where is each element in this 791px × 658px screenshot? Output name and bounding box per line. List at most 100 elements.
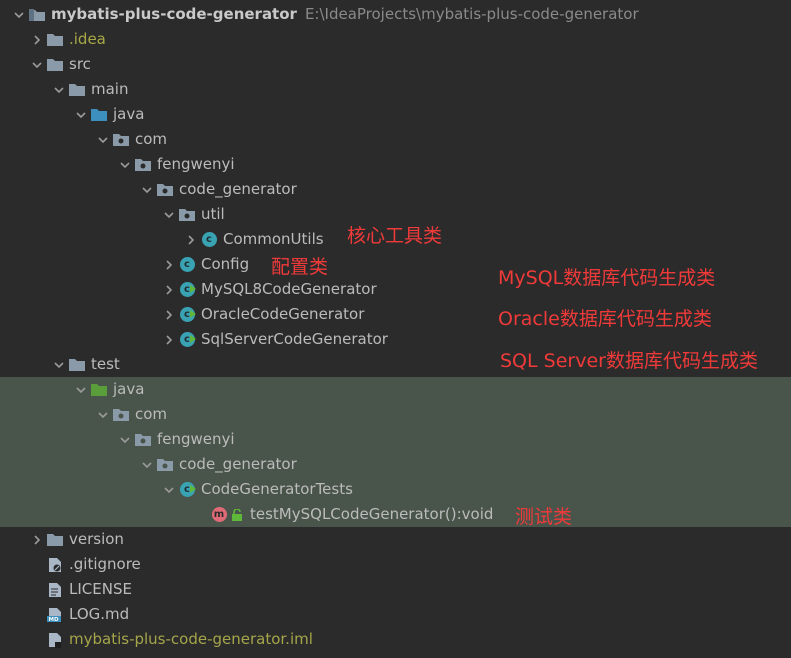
class-label: Config (201, 255, 250, 273)
chevron-down-icon[interactable] (28, 52, 46, 77)
folder-label: test (91, 355, 120, 373)
tree-row-license[interactable]: LICENSE (0, 577, 791, 602)
tree-row-config[interactable]: c Config (0, 252, 791, 277)
folder-icon (46, 527, 64, 552)
tree-row-test-method[interactable]: m testMySQLCodeGenerator():void (0, 502, 791, 527)
chevron-down-icon[interactable] (94, 127, 112, 152)
folder-label: version (69, 530, 124, 548)
chevron-right-icon[interactable] (28, 27, 46, 52)
tree-row-sqlserver[interactable]: c SqlServerCodeGenerator (0, 327, 791, 352)
package-label: com (135, 130, 168, 148)
annotation-mysql: MySQL数据库代码生成类 (498, 267, 716, 289)
chevron-down-icon[interactable] (10, 2, 28, 27)
markdown-file-icon: MD (46, 602, 64, 627)
annotation-core-utils: 核心工具类 (347, 225, 443, 247)
tree-row-main-java[interactable]: java (0, 102, 791, 127)
runnable-class-icon: c (178, 277, 196, 302)
class-icon: c (178, 252, 196, 277)
tree-row-code-generator-tests[interactable]: c CodeGeneratorTests (0, 477, 791, 502)
tree-row-common-utils[interactable]: c CommonUtils (0, 227, 791, 252)
chevron-down-icon[interactable] (50, 77, 68, 102)
chevron-down-icon[interactable] (72, 377, 90, 402)
method-label: testMySQLCodeGenerator():void (250, 505, 494, 523)
tree-row-log[interactable]: MD LOG.md (0, 602, 791, 627)
tree-row-idea[interactable]: .idea (0, 27, 791, 52)
tree-row-iml[interactable]: mybatis-plus-code-generator.iml (0, 627, 791, 652)
test-class-icon: c (178, 477, 196, 502)
folder-icon (68, 77, 86, 102)
file-label: LICENSE (69, 580, 132, 598)
package-icon (156, 177, 174, 202)
class-label: MySQL8CodeGenerator (201, 280, 377, 298)
annotation-config: 配置类 (271, 256, 329, 278)
chevron-right-icon[interactable] (160, 277, 178, 302)
svg-text:MD: MD (49, 617, 59, 623)
folder-label: java (113, 105, 145, 123)
tree-row-test-com[interactable]: com (0, 402, 791, 427)
runnable-class-icon: c (178, 327, 196, 352)
chevron-down-icon[interactable] (72, 102, 90, 127)
tree-row-mysql8[interactable]: c MySQL8CodeGenerator (0, 277, 791, 302)
file-label: .gitignore (69, 555, 141, 573)
tree-row-main-com[interactable]: com (0, 127, 791, 152)
package-icon (134, 152, 152, 177)
tree-row-test-java[interactable]: java (0, 377, 791, 402)
class-label: CommonUtils (223, 230, 324, 248)
module-folder-icon (28, 2, 46, 27)
class-label: SqlServerCodeGenerator (201, 330, 388, 348)
chevron-down-icon[interactable] (160, 202, 178, 227)
tree-row-test-fengwenyi[interactable]: fengwenyi (0, 427, 791, 452)
tree-row-test[interactable]: test (0, 352, 791, 377)
package-label: util (201, 205, 225, 223)
tree-row-test-code-generator[interactable]: code_generator (0, 452, 791, 477)
folder-icon (46, 52, 64, 77)
test-folder-highlight (0, 377, 791, 527)
file-label: mybatis-plus-code-generator.iml (69, 630, 313, 648)
folder-icon (46, 27, 64, 52)
chevron-right-icon[interactable] (160, 252, 178, 277)
package-icon (134, 427, 152, 452)
chevron-down-icon[interactable] (138, 452, 156, 477)
chevron-down-icon[interactable] (116, 152, 134, 177)
folder-icon (68, 352, 86, 377)
annotation-sqlserver: SQL Server数据库代码生成类 (500, 350, 758, 372)
lock-icon (230, 502, 244, 527)
package-icon (112, 127, 130, 152)
tree-row-root[interactable]: mybatis-plus-code-generator E:\IdeaProje… (0, 2, 791, 27)
chevron-down-icon[interactable] (50, 352, 68, 377)
chevron-right-icon[interactable] (182, 227, 200, 252)
tree-row-oracle[interactable]: c OracleCodeGenerator (0, 302, 791, 327)
class-label: OracleCodeGenerator (201, 305, 365, 323)
tree-row-gitignore[interactable]: .gitignore (0, 552, 791, 577)
class-label: CodeGeneratorTests (201, 480, 353, 498)
chevron-down-icon[interactable] (116, 427, 134, 452)
package-label: fengwenyi (157, 155, 235, 173)
text-file-icon (46, 577, 64, 602)
tree-row-main-code-generator[interactable]: code_generator (0, 177, 791, 202)
package-label: code_generator (179, 455, 297, 473)
chevron-down-icon[interactable] (160, 477, 178, 502)
root-project-path: E:\IdeaProjects\mybatis-plus-code-genera… (304, 5, 639, 23)
tree-row-src[interactable]: src (0, 52, 791, 77)
package-label: code_generator (179, 180, 297, 198)
package-label: fengwenyi (157, 430, 235, 448)
folder-label: java (113, 380, 145, 398)
chevron-right-icon[interactable] (28, 527, 46, 552)
chevron-down-icon[interactable] (94, 402, 112, 427)
tree-row-main-fengwenyi[interactable]: fengwenyi (0, 152, 791, 177)
annotation-test: 测试类 (515, 506, 573, 528)
test-source-folder-icon (90, 377, 108, 402)
root-project-name: mybatis-plus-code-generator (51, 5, 297, 23)
folder-label: .idea (69, 30, 106, 48)
chevron-down-icon[interactable] (138, 177, 156, 202)
package-icon (112, 402, 130, 427)
chevron-right-icon[interactable] (160, 327, 178, 352)
package-icon (156, 452, 174, 477)
gitignore-file-icon (46, 552, 64, 577)
tree-row-main[interactable]: main (0, 77, 791, 102)
chevron-right-icon[interactable] (160, 302, 178, 327)
module-file-icon (46, 627, 64, 652)
tree-row-version[interactable]: version (0, 527, 791, 552)
tree-row-util[interactable]: util (0, 202, 791, 227)
